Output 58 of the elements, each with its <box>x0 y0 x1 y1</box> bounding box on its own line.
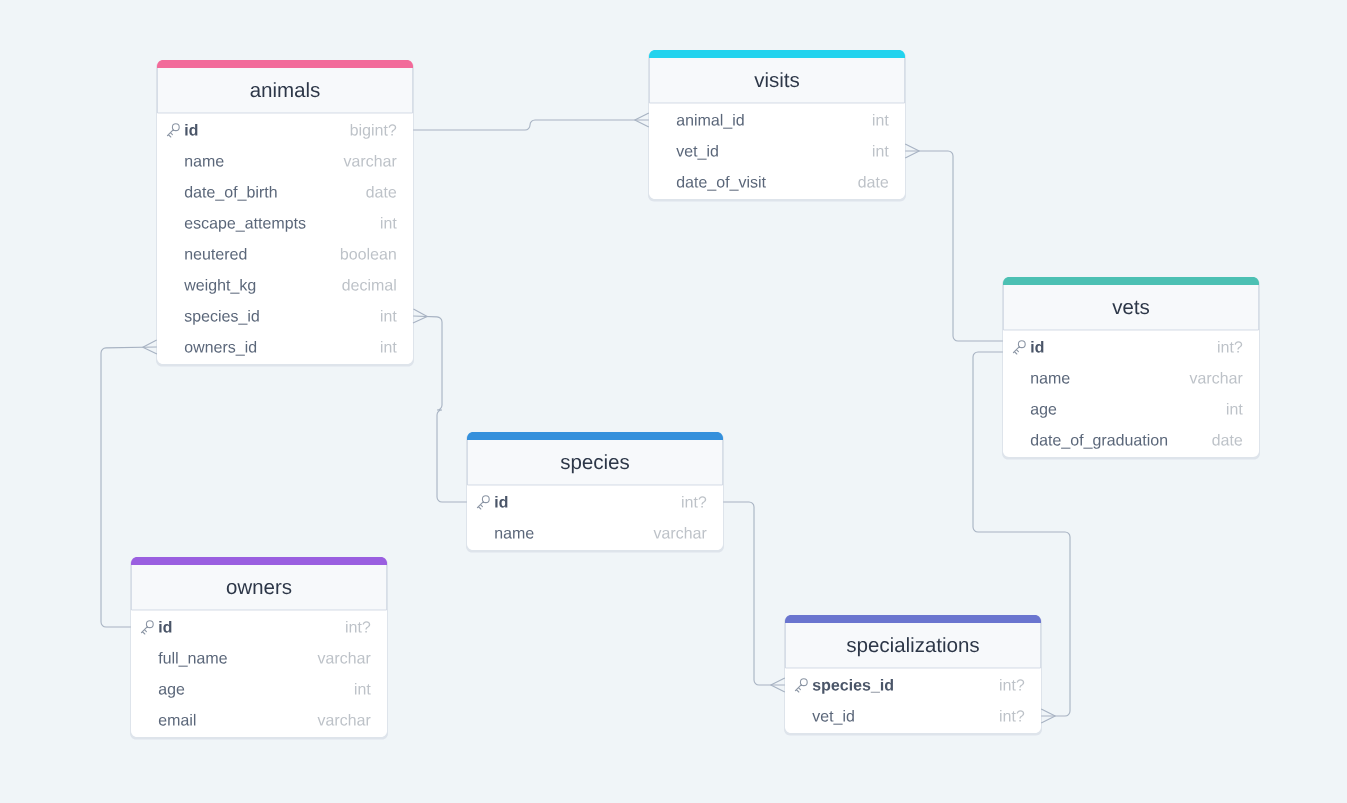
column-name: name <box>495 529 534 539</box>
column-type: bigint? <box>350 123 397 139</box>
relationship-line <box>904 143 1004 342</box>
column-type: int <box>381 216 397 229</box>
column-name: date_of_birth <box>184 185 277 201</box>
table-header: species <box>467 432 723 486</box>
column-type: int? <box>346 620 371 633</box>
column-type: int? <box>1000 678 1025 691</box>
column-type: varchar <box>343 154 397 167</box>
column-type: varchar <box>317 651 371 664</box>
column-name: vet_id <box>676 144 718 160</box>
column-type: varchar <box>653 526 707 539</box>
table-header: animals <box>157 60 413 114</box>
column-type: decimal <box>342 278 396 291</box>
column-type: int <box>872 144 889 157</box>
column-name: weight_kg <box>184 278 256 294</box>
column-name: name <box>185 157 224 167</box>
relationship-line <box>722 501 786 693</box>
column-name: id <box>185 123 198 136</box>
column-name: neutered <box>185 247 247 260</box>
column-type: int <box>355 682 371 695</box>
column-name: animal_id <box>676 113 744 129</box>
table-header: owners <box>131 557 387 611</box>
column-name: id <box>159 620 172 633</box>
column-type: int <box>872 113 889 126</box>
column-name: age <box>158 685 185 698</box>
column-name: owners_id <box>184 340 257 356</box>
column-type: date <box>366 185 397 198</box>
column-name: id <box>1031 340 1044 353</box>
column-name: date_of_graduation <box>1030 433 1168 449</box>
column-name: id <box>495 495 508 508</box>
column-name: name <box>1031 374 1070 384</box>
column-name: age <box>1030 405 1057 418</box>
column-name: vet_id <box>812 709 854 725</box>
relationship-line <box>972 351 1071 724</box>
column-name: full_name <box>158 651 227 667</box>
column-type: varchar <box>1189 371 1243 384</box>
column-name: date_of_visit <box>676 175 766 191</box>
column-type: int? <box>682 495 707 508</box>
column-type: date <box>858 175 889 188</box>
column-type: int <box>381 309 397 322</box>
column-name: escape_attempts <box>184 218 306 232</box>
table-header: visits <box>649 50 905 104</box>
relationship-line <box>100 339 158 628</box>
column-type: int <box>381 340 397 353</box>
column-type: int? <box>1000 709 1025 722</box>
column-type: date <box>1212 433 1243 446</box>
column-name: species_id <box>812 678 893 694</box>
column-type: boolean <box>340 247 396 260</box>
column-type: varchar <box>317 713 371 726</box>
column-type: int? <box>1218 340 1243 353</box>
relationship-line <box>412 112 650 131</box>
table-header: specializations <box>785 615 1041 669</box>
relationship-line <box>412 308 468 503</box>
column-name: species_id <box>184 309 259 325</box>
column-name: email <box>158 713 196 726</box>
table-header: vets <box>1003 277 1259 331</box>
column-type: int <box>1226 402 1243 415</box>
